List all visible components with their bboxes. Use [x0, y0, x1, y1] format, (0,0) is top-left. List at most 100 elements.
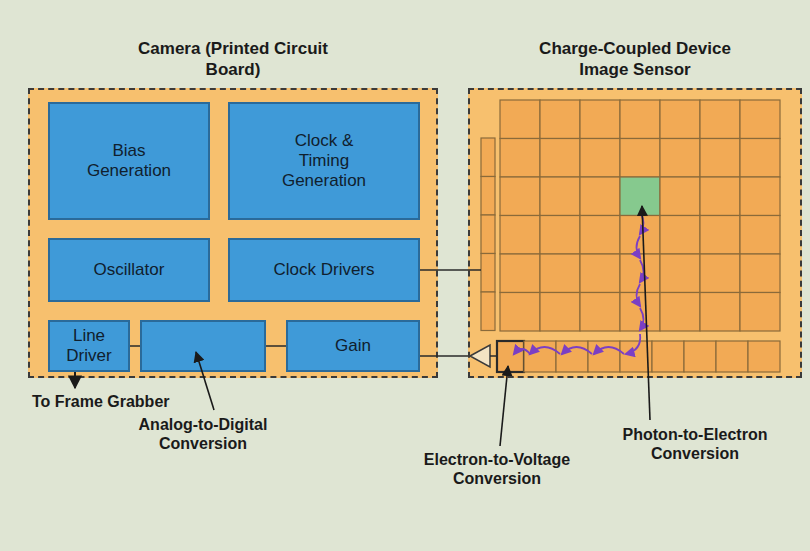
charge-arrow [637, 236, 641, 258]
pixel-cell [500, 293, 540, 332]
connector-group [130, 270, 468, 356]
vertical-register-cell [481, 254, 495, 293]
horizontal-register-cell [684, 341, 716, 372]
camera-board: Camera (Printed Circuit Board)Bias Gener… [28, 88, 438, 378]
charge-arrow [640, 308, 644, 330]
pixel-cell [500, 139, 540, 178]
leader-line [642, 206, 650, 420]
converter-box: Analog-to-Digital Conversion [140, 320, 266, 372]
charge-arrow [562, 347, 592, 354]
pixel-cell [620, 216, 660, 255]
pixel-cell [540, 139, 580, 178]
process-box: Clock Drivers [228, 238, 420, 302]
process-box: Bias Generation [48, 102, 210, 220]
callout-label: Electron-to-Voltage Conversion [397, 450, 597, 488]
pixel-cell [580, 100, 620, 139]
leader-line [196, 352, 214, 410]
vertical-register-cell [481, 138, 495, 177]
pixel-cell [500, 100, 540, 139]
label-anchor: To Frame Grabber [32, 392, 202, 411]
label-anchor: Photon-to-Electron Conversion [590, 425, 800, 463]
ccd-pixel-array [481, 100, 780, 372]
charge-arrow [640, 260, 644, 282]
pixel-cell [700, 139, 740, 178]
panel-heading: Charge-Coupled Device Image Sensor [515, 38, 755, 80]
pixel-cell [660, 254, 700, 293]
clock-wire [468, 269, 481, 271]
pixel-cell [740, 139, 780, 178]
active-pixel [620, 177, 660, 216]
box-label: Clock & Timing Generation [269, 131, 379, 191]
pixel-cell [620, 254, 660, 293]
box-label: Clock Drivers [273, 260, 374, 280]
charge-arrow [514, 349, 530, 354]
pixel-cell [700, 293, 740, 332]
pixel-cell [700, 254, 740, 293]
amplifier-symbol [470, 345, 490, 367]
pixel-cell [660, 139, 700, 178]
process-box: Clock & Timing Generation [228, 102, 420, 220]
pixel-cell [660, 100, 700, 139]
pixel-cell [540, 100, 580, 139]
panel-heading: Camera (Printed Circuit Board) [118, 38, 348, 80]
box-label: Line Driver [54, 326, 124, 366]
pixel-cell [740, 100, 780, 139]
callout-label: To Frame Grabber [32, 392, 202, 411]
process-box: Gain [286, 320, 420, 372]
callout-label: Photon-to-Electron Conversion [590, 425, 800, 463]
box-label: Analog-to-Digital Conversion [123, 415, 283, 453]
charge-arrow [530, 347, 560, 354]
pixel-cell [620, 139, 660, 178]
signal-wire [266, 345, 286, 347]
pixel-cell [620, 293, 660, 332]
vertical-register-cell [481, 215, 495, 254]
pixel-cell [740, 293, 780, 332]
pixel-cell [620, 100, 660, 139]
process-box: Oscillator [48, 238, 210, 302]
box-label: Oscillator [94, 260, 165, 280]
pixel-cell [660, 177, 700, 216]
pixel-cell [740, 254, 780, 293]
pixel-cell [700, 177, 740, 216]
charge-arrow [637, 284, 641, 306]
pixel-cell [500, 216, 540, 255]
pixel-cell [660, 216, 700, 255]
signal-wire [420, 355, 468, 357]
pixel-cell [700, 100, 740, 139]
pixel-cell [500, 177, 540, 216]
charge-transfer-arrows [514, 212, 644, 354]
pixel-cell [540, 293, 580, 332]
pixel-cell [580, 293, 620, 332]
pixel-cell [660, 293, 700, 332]
pixel-cell [740, 216, 780, 255]
pixel-cell [500, 254, 540, 293]
pixel-cell [540, 216, 580, 255]
output-wire [490, 355, 497, 357]
label-anchor: Electron-to-Voltage Conversion [397, 450, 597, 488]
pixel-cell [580, 139, 620, 178]
charge-arrow [594, 347, 624, 354]
output-arrow [74, 372, 76, 388]
pixel-cell [540, 177, 580, 216]
pixel-cell [580, 216, 620, 255]
output-node [497, 341, 524, 372]
horizontal-register-cell [524, 341, 556, 372]
horizontal-register-cell [652, 341, 684, 372]
signal-wire [420, 269, 468, 271]
leader-line [500, 366, 508, 446]
horizontal-register-cell [588, 341, 620, 372]
pixel-cell [580, 177, 620, 216]
vertical-register-cell [481, 292, 495, 331]
pixel-cell [540, 254, 580, 293]
charge-arrow [626, 334, 640, 354]
vertical-register-cell [481, 177, 495, 216]
pixel-cell [580, 254, 620, 293]
box-label: Gain [335, 336, 371, 356]
pixel-cell [740, 177, 780, 216]
horizontal-register-cell [556, 341, 588, 372]
process-box: Line Driver [48, 320, 130, 372]
horizontal-register-cell [748, 341, 780, 372]
pixel-cell [700, 216, 740, 255]
horizontal-register-cell [716, 341, 748, 372]
box-label: Bias Generation [74, 141, 184, 181]
